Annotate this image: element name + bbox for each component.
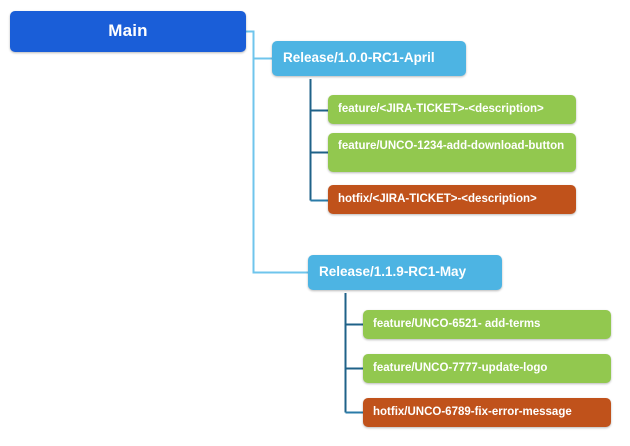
node-release-1-1-9-rc1-may[interactable]: Release/1.1.9-RC1-May bbox=[308, 255, 502, 290]
node-hotfix-2-label: hotfix/UNCO-6789-fix-error-message bbox=[373, 406, 572, 419]
node-release-1-label: Release/1.0.0-RC1-April bbox=[283, 50, 435, 66]
node-feature-jira-ticket-description[interactable]: feature/<JIRA-TICKET>-<description> bbox=[328, 95, 576, 124]
node-feature-unco-6521-add-terms[interactable]: feature/UNCO-6521- add-terms bbox=[363, 310, 611, 339]
node-feature-2-2-label: feature/UNCO-7777-update-logo bbox=[373, 362, 548, 375]
node-main-label: Main bbox=[108, 21, 148, 41]
node-main[interactable]: Main bbox=[10, 11, 246, 52]
node-feature-2-1-label: feature/UNCO-6521- add-terms bbox=[373, 318, 541, 331]
node-release-2-label: Release/1.1.9-RC1-May bbox=[319, 264, 467, 280]
node-release-1-0-0-rc1-april[interactable]: Release/1.0.0-RC1-April bbox=[272, 41, 466, 76]
node-feature-1-1-label: feature/<JIRA-TICKET>-<description> bbox=[338, 103, 544, 116]
node-feature-unco-7777-update-logo[interactable]: feature/UNCO-7777-update-logo bbox=[363, 354, 611, 383]
link-main-to-release-1 bbox=[245, 30, 272, 60]
node-feature-1-2-label: feature/UNCO-1234-add-download-button bbox=[338, 140, 565, 152]
node-hotfix-unco-6789-fix-error-message[interactable]: hotfix/UNCO-6789-fix-error-message bbox=[363, 398, 611, 427]
node-hotfix-jira-ticket-description[interactable]: hotfix/<JIRA-TICKET>-<description> bbox=[328, 185, 576, 214]
node-hotfix-1-label: hotfix/<JIRA-TICKET>-<description> bbox=[338, 193, 537, 206]
node-feature-unco-1234-add-download-button[interactable]: feature/UNCO-1234-add-download-button bbox=[328, 133, 576, 172]
